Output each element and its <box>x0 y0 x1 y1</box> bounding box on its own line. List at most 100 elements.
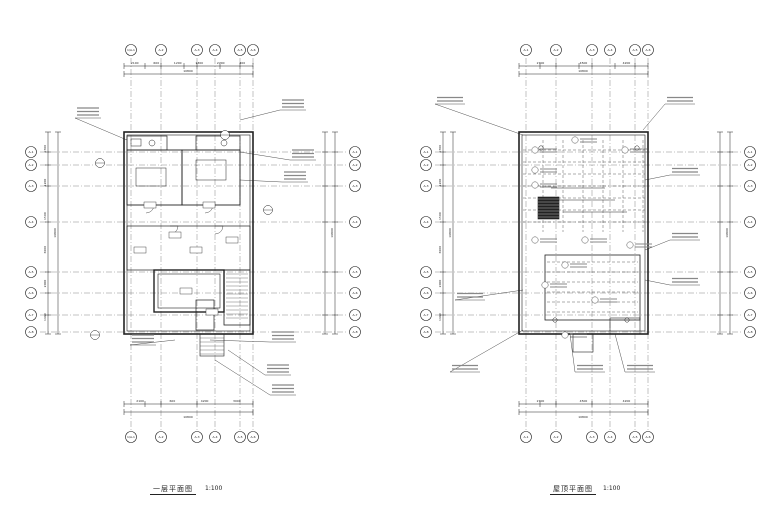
dim-total-bottom: 10800 <box>578 415 588 419</box>
grid-col-bubble-top-circle <box>642 44 654 56</box>
dim-text-left: 1400 <box>43 313 47 321</box>
grid-row-bubble-left-label: A-2 <box>29 163 34 167</box>
grid-col-bubble-bottom-label: A-6 <box>251 435 256 439</box>
roof-tag <box>561 261 569 269</box>
grid-col-bubble-bottom-label: A-2 <box>554 435 559 439</box>
grid-col-bubble-bottom-circle <box>155 431 167 443</box>
grid-col-bubble-top-circle <box>520 44 532 56</box>
grid-row-bubble-right-circle <box>349 309 361 321</box>
room-dining <box>181 149 241 206</box>
grid-row-bubble-left-circle <box>25 216 37 228</box>
toilet <box>148 139 156 147</box>
dim-text-top: 2700 <box>217 61 225 65</box>
dim-text-bottom: 4200 <box>201 399 209 403</box>
grid-col-bubble-bottom-circle <box>234 431 246 443</box>
exterior-wall-inner <box>521 134 646 332</box>
room-tag <box>205 308 219 316</box>
dim-total-bottom: 10800 <box>183 415 193 419</box>
grid-row-bubble-right-label: A-3 <box>353 184 358 188</box>
grid-col-bubble-top-label: A-5 <box>238 48 243 52</box>
dim-total-right: 16800 <box>725 228 729 238</box>
grid-col-bubble-bottom-circle <box>642 431 654 443</box>
grid-col-bubble-top-label: A-5 <box>633 48 638 52</box>
grid-row-bubble-right-circle <box>744 309 756 321</box>
grid-col-bubble-top-circle <box>191 44 203 56</box>
dim-text-bottom: 3000 <box>233 399 241 403</box>
grid-row-bubble-right-circle <box>744 180 756 192</box>
grid-row-bubble-left-label: A-7 <box>29 313 34 317</box>
leader-line <box>209 339 271 343</box>
leader-line <box>214 359 271 396</box>
grid-row-bubble-left-circle <box>420 216 432 228</box>
grid-row-bubble-right-label: A-1 <box>748 150 753 154</box>
roof-tag <box>531 236 539 244</box>
grid-col-bubble-top-circle <box>550 44 562 56</box>
grid-row-bubble-left-label: A-3 <box>424 184 429 188</box>
grid-row-bubble-left-circle <box>25 180 37 192</box>
grid-row-bubble-left-label: A-1 <box>424 150 429 154</box>
dim-total-top: 10800 <box>183 69 193 73</box>
dim-total-top: 10800 <box>578 69 588 73</box>
grid-row-bubble-right-label: A-4 <box>353 220 358 224</box>
leader-line <box>74 117 128 141</box>
room-living <box>126 149 183 206</box>
grid-row-bubble-left-circle <box>25 146 37 158</box>
room-stair <box>223 269 251 326</box>
grid-col-bubble-top-circle <box>629 44 641 56</box>
leader-line <box>454 289 524 301</box>
dim-text-top: 2100 <box>131 61 139 65</box>
grid-col-bubble-top-label: A-2 <box>159 48 164 52</box>
grid-col-bubble-bottom-circle <box>550 431 562 443</box>
roof-drain <box>634 145 640 151</box>
roof-canopy <box>609 317 641 335</box>
roof-tag <box>561 331 569 339</box>
grid-row-bubble-left-label: A-5 <box>29 270 34 274</box>
grid-row-bubble-right-circle <box>744 159 756 171</box>
grid-row-bubble-right-label: A-8 <box>353 330 358 334</box>
dim-text-left: 1500 <box>43 212 47 220</box>
grid-col-bubble-top-label: A-1 <box>524 48 529 52</box>
grid-row-bubble-left-label: A-2 <box>424 163 429 167</box>
dim-text-top: 2700 <box>537 61 545 65</box>
grid-row-bubble-left-circle <box>420 146 432 158</box>
leader-line <box>642 103 666 131</box>
grid-row-bubble-left-circle <box>25 287 37 299</box>
roof-title-underline <box>550 494 596 495</box>
grid-row-bubble-left-circle <box>420 326 432 338</box>
grid-col-bubble-bottom-label: A-5 <box>238 435 243 439</box>
grid-row-bubble-left-circle <box>420 266 432 278</box>
grid-col-bubble-bottom-label: A-4 <box>213 435 218 439</box>
dim-total-left: 16800 <box>448 228 452 238</box>
grid-col-bubble-bottom-label: A-6 <box>646 435 651 439</box>
dim-text-top: 4200 <box>623 61 631 65</box>
grid-row-bubble-right-label: A-2 <box>748 163 753 167</box>
grid-col-bubble-top-label: A-4 <box>213 48 218 52</box>
grid-row-bubble-left-label: A-3 <box>29 184 34 188</box>
leader-line <box>644 174 671 181</box>
roof-plan-scale: 1:100 <box>603 485 621 492</box>
grid-col-bubble-bottom-label: A-3 <box>195 435 200 439</box>
grid-row-bubble-right-label: A-7 <box>748 313 753 317</box>
grid-row-bubble-left-label: A-8 <box>424 330 429 334</box>
dim-text-bottom: 600 <box>170 399 176 403</box>
grid-row-bubble-right-label: A-7 <box>353 313 358 317</box>
dim-text-left: 3600 <box>43 246 47 254</box>
grid-row-bubble-right-circle <box>349 266 361 278</box>
entry-step <box>199 333 225 357</box>
grid-col-bubble-top-circle <box>604 44 616 56</box>
dim-text-bottom: 2100 <box>136 399 144 403</box>
roof-tag <box>591 296 599 304</box>
grid-col-bubble-top-label: A-3 <box>195 48 200 52</box>
leader-line <box>239 151 291 161</box>
grid-col-bubble-bottom-circle <box>629 431 641 443</box>
roof-tag <box>626 241 634 249</box>
dim-text-top: 1300 <box>195 61 203 65</box>
toilet-2 <box>220 139 228 147</box>
dim-text-left: 1400 <box>438 313 442 321</box>
roof-tag <box>581 236 589 244</box>
grid-col-bubble-bottom-circle <box>520 431 532 443</box>
grid-row-bubble-left-label: A-4 <box>424 220 429 224</box>
grid-col-bubble-top-circle <box>586 44 598 56</box>
grid-col-bubble-bottom-label: A-1 <box>524 435 529 439</box>
dim-text-left: 2000 <box>438 280 442 288</box>
